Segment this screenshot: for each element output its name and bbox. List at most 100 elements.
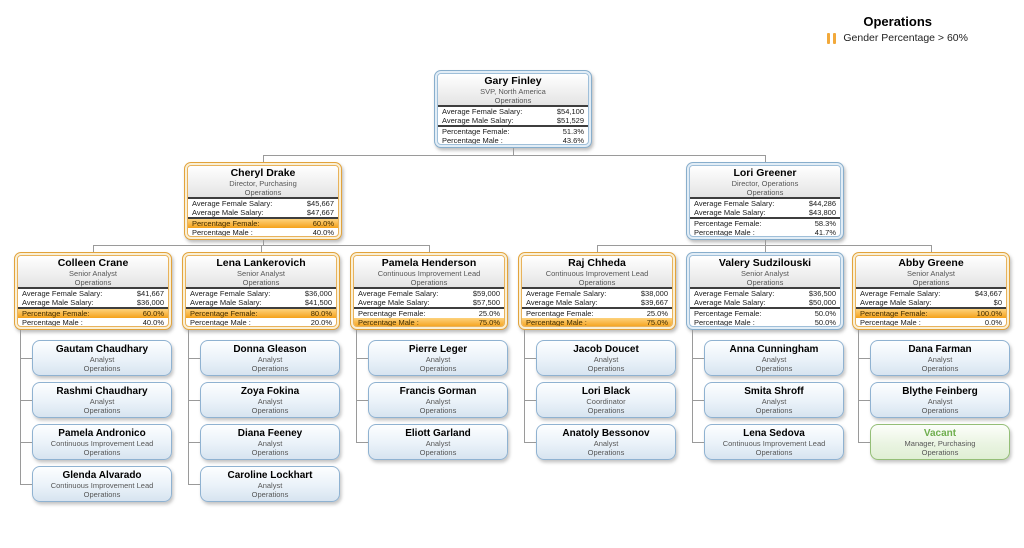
- person-name: Colleen Crane: [57, 257, 129, 269]
- stat-label: Percentage Female:: [192, 219, 260, 228]
- person-title: Continuous Improvement Lead: [722, 439, 826, 448]
- stat-value: $57,500: [472, 298, 500, 307]
- person-title: Coordinator: [586, 397, 626, 406]
- stat-label: Percentage Male :: [190, 318, 251, 327]
- connector-line: [692, 330, 693, 442]
- person-title: SVP, North America: [480, 87, 546, 96]
- stat-label: Percentage Female:: [358, 309, 426, 318]
- stat-row: Average Male Salary:$47,667: [188, 208, 338, 217]
- stat-row-highlighted: Percentage Female:60.0%: [18, 309, 168, 318]
- person-name: Caroline Lockhart: [227, 470, 313, 481]
- connector-line: [263, 155, 264, 162]
- stat-row: Average Female Salary:$43,667: [856, 289, 1006, 298]
- stat-row-highlighted: Percentage Female:60.0%: [188, 219, 338, 228]
- stat-row: Average Male Salary:$43,800: [690, 208, 840, 217]
- person-name: Donna Gleason: [233, 344, 307, 355]
- person-name: Pamela Henderson: [381, 257, 477, 269]
- connector-line: [188, 330, 189, 484]
- connector-line: [20, 330, 21, 484]
- person-title: Analyst: [927, 355, 953, 364]
- person-name: Glenda Alvarado: [62, 470, 142, 481]
- stat-value: $36,500: [808, 289, 836, 298]
- stat-value: $43,800: [808, 208, 836, 217]
- person-dept: Operations: [746, 278, 784, 287]
- percentage-group: Percentage Female:58.3%Percentage Male :…: [690, 217, 840, 236]
- connector-line: [524, 330, 525, 442]
- stat-row: Average Female Salary:$36,000: [186, 289, 336, 298]
- stat-label: Percentage Female:: [694, 309, 762, 318]
- stat-value: $0: [993, 298, 1002, 307]
- person-dept: Operations: [251, 448, 289, 457]
- stat-value: $50,000: [808, 298, 836, 307]
- person-dept: Operations: [755, 406, 793, 415]
- person-name: Zoya Fokina: [240, 386, 300, 397]
- person-dept: Operations: [244, 188, 282, 197]
- stat-row: Percentage Male :43.6%: [438, 136, 588, 144]
- person-name: Pamela Andronico: [58, 428, 146, 439]
- stat-row-highlighted: Percentage Male :75.0%: [354, 318, 504, 327]
- person-dept: Operations: [83, 448, 121, 457]
- stat-value: $47,667: [306, 208, 334, 217]
- person-name: Lena Sedova: [743, 428, 805, 439]
- stat-value: $54,100: [556, 107, 584, 116]
- connector-line: [429, 245, 430, 252]
- percentage-group: Percentage Female:60.0%Percentage Male :…: [188, 217, 338, 236]
- stat-row: Average Male Salary:$51,529: [438, 116, 588, 125]
- stat-label: Percentage Male :: [358, 318, 419, 327]
- percentage-group: Percentage Female: 80.0% Percentage Male :…: [186, 307, 336, 327]
- stat-value: $38,000: [640, 289, 668, 298]
- percentage-group: Percentage Female:51.3%Percentage Male :…: [438, 125, 588, 144]
- stat-value: 80.0%: [310, 309, 332, 318]
- stat-value: 25.0%: [478, 309, 500, 318]
- percentage-group: Percentage Female:100.0%Percentage Male …: [856, 307, 1006, 326]
- connector-line: [524, 400, 536, 401]
- stat-value: $41,667: [136, 289, 164, 298]
- person-name: Cheryl Drake: [230, 167, 296, 179]
- stat-label: Percentage Male :: [526, 318, 587, 327]
- stat-label: Percentage Male :: [22, 318, 83, 327]
- person-name: Gautam Chaudhary: [55, 344, 149, 355]
- stat-label: Percentage Female:: [190, 309, 258, 318]
- stat-row: Average Female Salary:$44,286: [690, 199, 840, 208]
- person-title: Manager, Purchasing: [904, 439, 976, 448]
- stat-label: Average Female Salary:: [358, 289, 439, 298]
- stat-row: Average Male Salary:$50,000: [690, 298, 840, 307]
